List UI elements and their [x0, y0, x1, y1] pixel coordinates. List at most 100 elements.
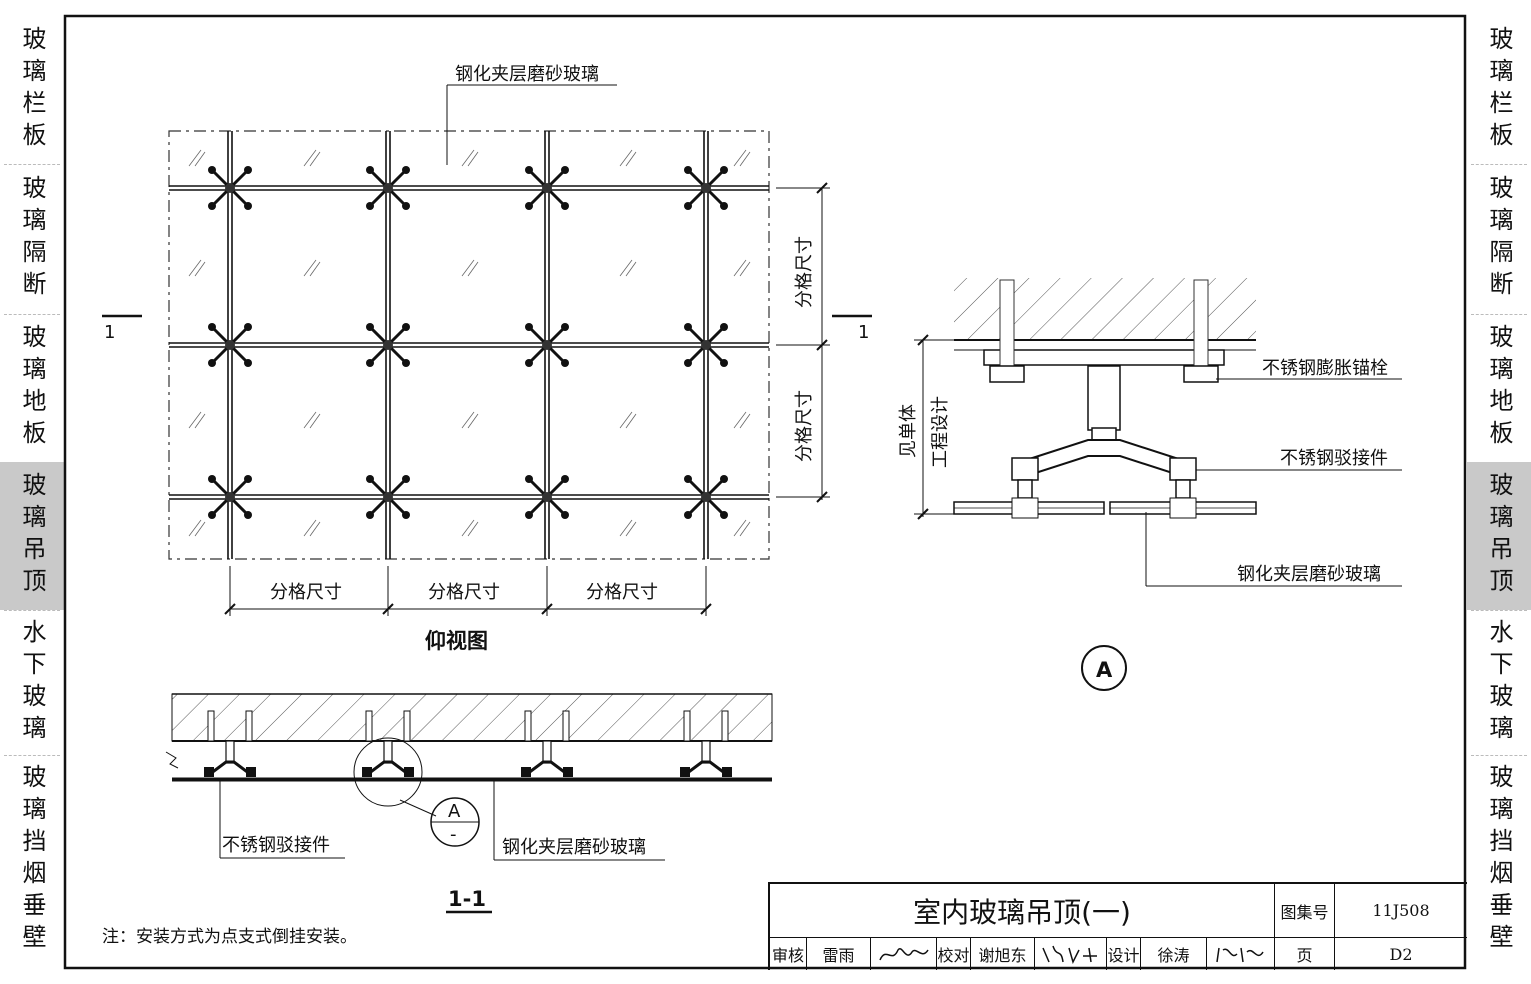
detail-dim-label-1: 见单体 [898, 404, 919, 458]
glass-mark [619, 411, 633, 429]
glass-mark [733, 259, 747, 277]
glass-mark [303, 259, 317, 277]
left-tab-6[interactable]: 玻璃挡烟垂壁 [0, 755, 64, 965]
glass-mark [467, 151, 479, 167]
fitting-arms [1019, 439, 1189, 480]
glass-mark [619, 519, 633, 537]
atlas-label: 图集号 [1274, 884, 1334, 938]
right-tab-1[interactable]: 玻璃栏板 [1467, 16, 1531, 164]
installation-note: 注：安装方式为点支式倒挂安装。 [102, 927, 357, 947]
section-mark-left: 1 [104, 322, 115, 343]
left-tab-label: 水下玻璃 [18, 618, 46, 747]
right-tab-label: 水下玻璃 [1485, 618, 1513, 747]
right-tab-4[interactable]: 玻璃吊顶 [1467, 462, 1531, 610]
left-tab-1[interactable]: 玻璃栏板 [0, 16, 64, 164]
spider-fitting [684, 475, 728, 519]
plan-side-dim-1: 分格尺寸 [794, 236, 815, 308]
glass-mark [467, 521, 479, 537]
section-break [165, 751, 179, 769]
designer-signature-mark [1215, 947, 1264, 963]
left-tab-label: 玻璃地板 [18, 324, 46, 452]
glass-mark [303, 519, 317, 537]
spider-fitting [684, 323, 728, 367]
left-tab-3[interactable]: 玻璃地板 [0, 314, 64, 462]
glass-mark [461, 411, 475, 429]
spider-fitting [208, 166, 252, 210]
right-tab-separator [1471, 314, 1527, 315]
glass-mark [739, 413, 751, 429]
detail-glass-label: 钢化夹层磨砂玻璃 [1237, 564, 1381, 585]
left-tab-label: 玻璃吊顶 [18, 472, 46, 600]
glass-mark [194, 261, 206, 277]
glass-mark [625, 521, 637, 537]
spider-fitting [525, 475, 569, 519]
plan-title: 仰视图 [425, 629, 488, 653]
drawing-title: 室内玻璃吊顶(一) [770, 884, 1274, 938]
left-tab-label: 玻璃挡烟垂壁 [18, 764, 46, 956]
checker-name: 谢旭东 [970, 938, 1034, 970]
section-fitting [362, 710, 414, 777]
glass-mark [309, 521, 321, 537]
plan-glass-label: 钢化夹层磨砂玻璃 [455, 64, 599, 85]
right-tab-3[interactable]: 玻璃地板 [1467, 314, 1531, 462]
right-tab-6[interactable]: 玻璃挡烟垂壁 [1467, 755, 1531, 965]
plan-dim-1: 分格尺寸 [270, 582, 342, 603]
glass-mark [461, 519, 475, 537]
section-title: 1-1 [448, 887, 486, 911]
glass-mark [733, 149, 747, 167]
section-mark-right: 1 [858, 322, 869, 343]
glass-mark [188, 259, 202, 277]
anchor-bolt-left [999, 279, 1015, 373]
left-tab-separator [4, 314, 60, 315]
glass-mark [194, 521, 206, 537]
plan-outline [168, 130, 770, 560]
right-tab-5[interactable]: 水下玻璃 [1467, 610, 1531, 755]
atlas-number: 11J508 [1334, 884, 1467, 938]
glass-mark [467, 261, 479, 277]
plan-side-dim-2: 分格尺寸 [794, 390, 815, 462]
anchor-bolt-right [1193, 279, 1209, 373]
glass-mark [309, 261, 321, 277]
glass-mark [461, 149, 475, 167]
glass-mark [733, 519, 747, 537]
glass-mark [188, 149, 202, 167]
reviewer-signature [870, 938, 936, 970]
glass-hatch-marks [188, 149, 751, 537]
glass-mark [625, 261, 637, 277]
left-tab-label: 玻璃隔断 [18, 175, 46, 303]
section-fitting [204, 710, 256, 777]
page-number: D2 [1334, 938, 1467, 970]
glass-mark [309, 413, 321, 429]
glass-mark [309, 151, 321, 167]
glass-mark [619, 259, 633, 277]
section-fitting [680, 710, 732, 777]
left-tab-5[interactable]: 水下玻璃 [0, 610, 64, 755]
glass-mark [625, 413, 637, 429]
glass-mark [188, 519, 202, 537]
right-tab-separator [1471, 755, 1527, 756]
fitting-stem [1087, 365, 1121, 431]
spider-fitting [208, 323, 252, 367]
right-tab-separator [1471, 164, 1527, 165]
spider-fitting [208, 475, 252, 519]
section-view: A - 不锈钢驳接件 钢化夹层磨砂玻璃 1-1 [165, 693, 773, 914]
detail-slab [954, 278, 1256, 340]
left-tab-4[interactable]: 玻璃吊顶 [0, 462, 64, 610]
glass-mark [303, 411, 317, 429]
right-tab-label: 玻璃地板 [1485, 324, 1513, 452]
reviewer-name: 雷雨 [806, 938, 870, 970]
detail-dim-label-2: 工程设计 [930, 396, 951, 468]
spider-fittings [208, 166, 728, 519]
page-label: 页 [1274, 938, 1334, 970]
design-label: 设计 [1106, 938, 1140, 970]
left-tab-2[interactable]: 玻璃隔断 [0, 164, 64, 314]
detail-callout-leader [399, 799, 437, 817]
section-left-label: 不锈钢驳接件 [222, 835, 330, 856]
designer-name: 徐涛 [1140, 938, 1206, 970]
right-tab-label: 玻璃栏板 [1485, 26, 1513, 154]
left-tab-label: 玻璃栏板 [18, 26, 46, 154]
glass-mark [733, 411, 747, 429]
right-tab-2[interactable]: 玻璃隔断 [1467, 164, 1531, 314]
detail-anchor-label: 不锈钢膨胀锚栓 [1262, 358, 1388, 379]
